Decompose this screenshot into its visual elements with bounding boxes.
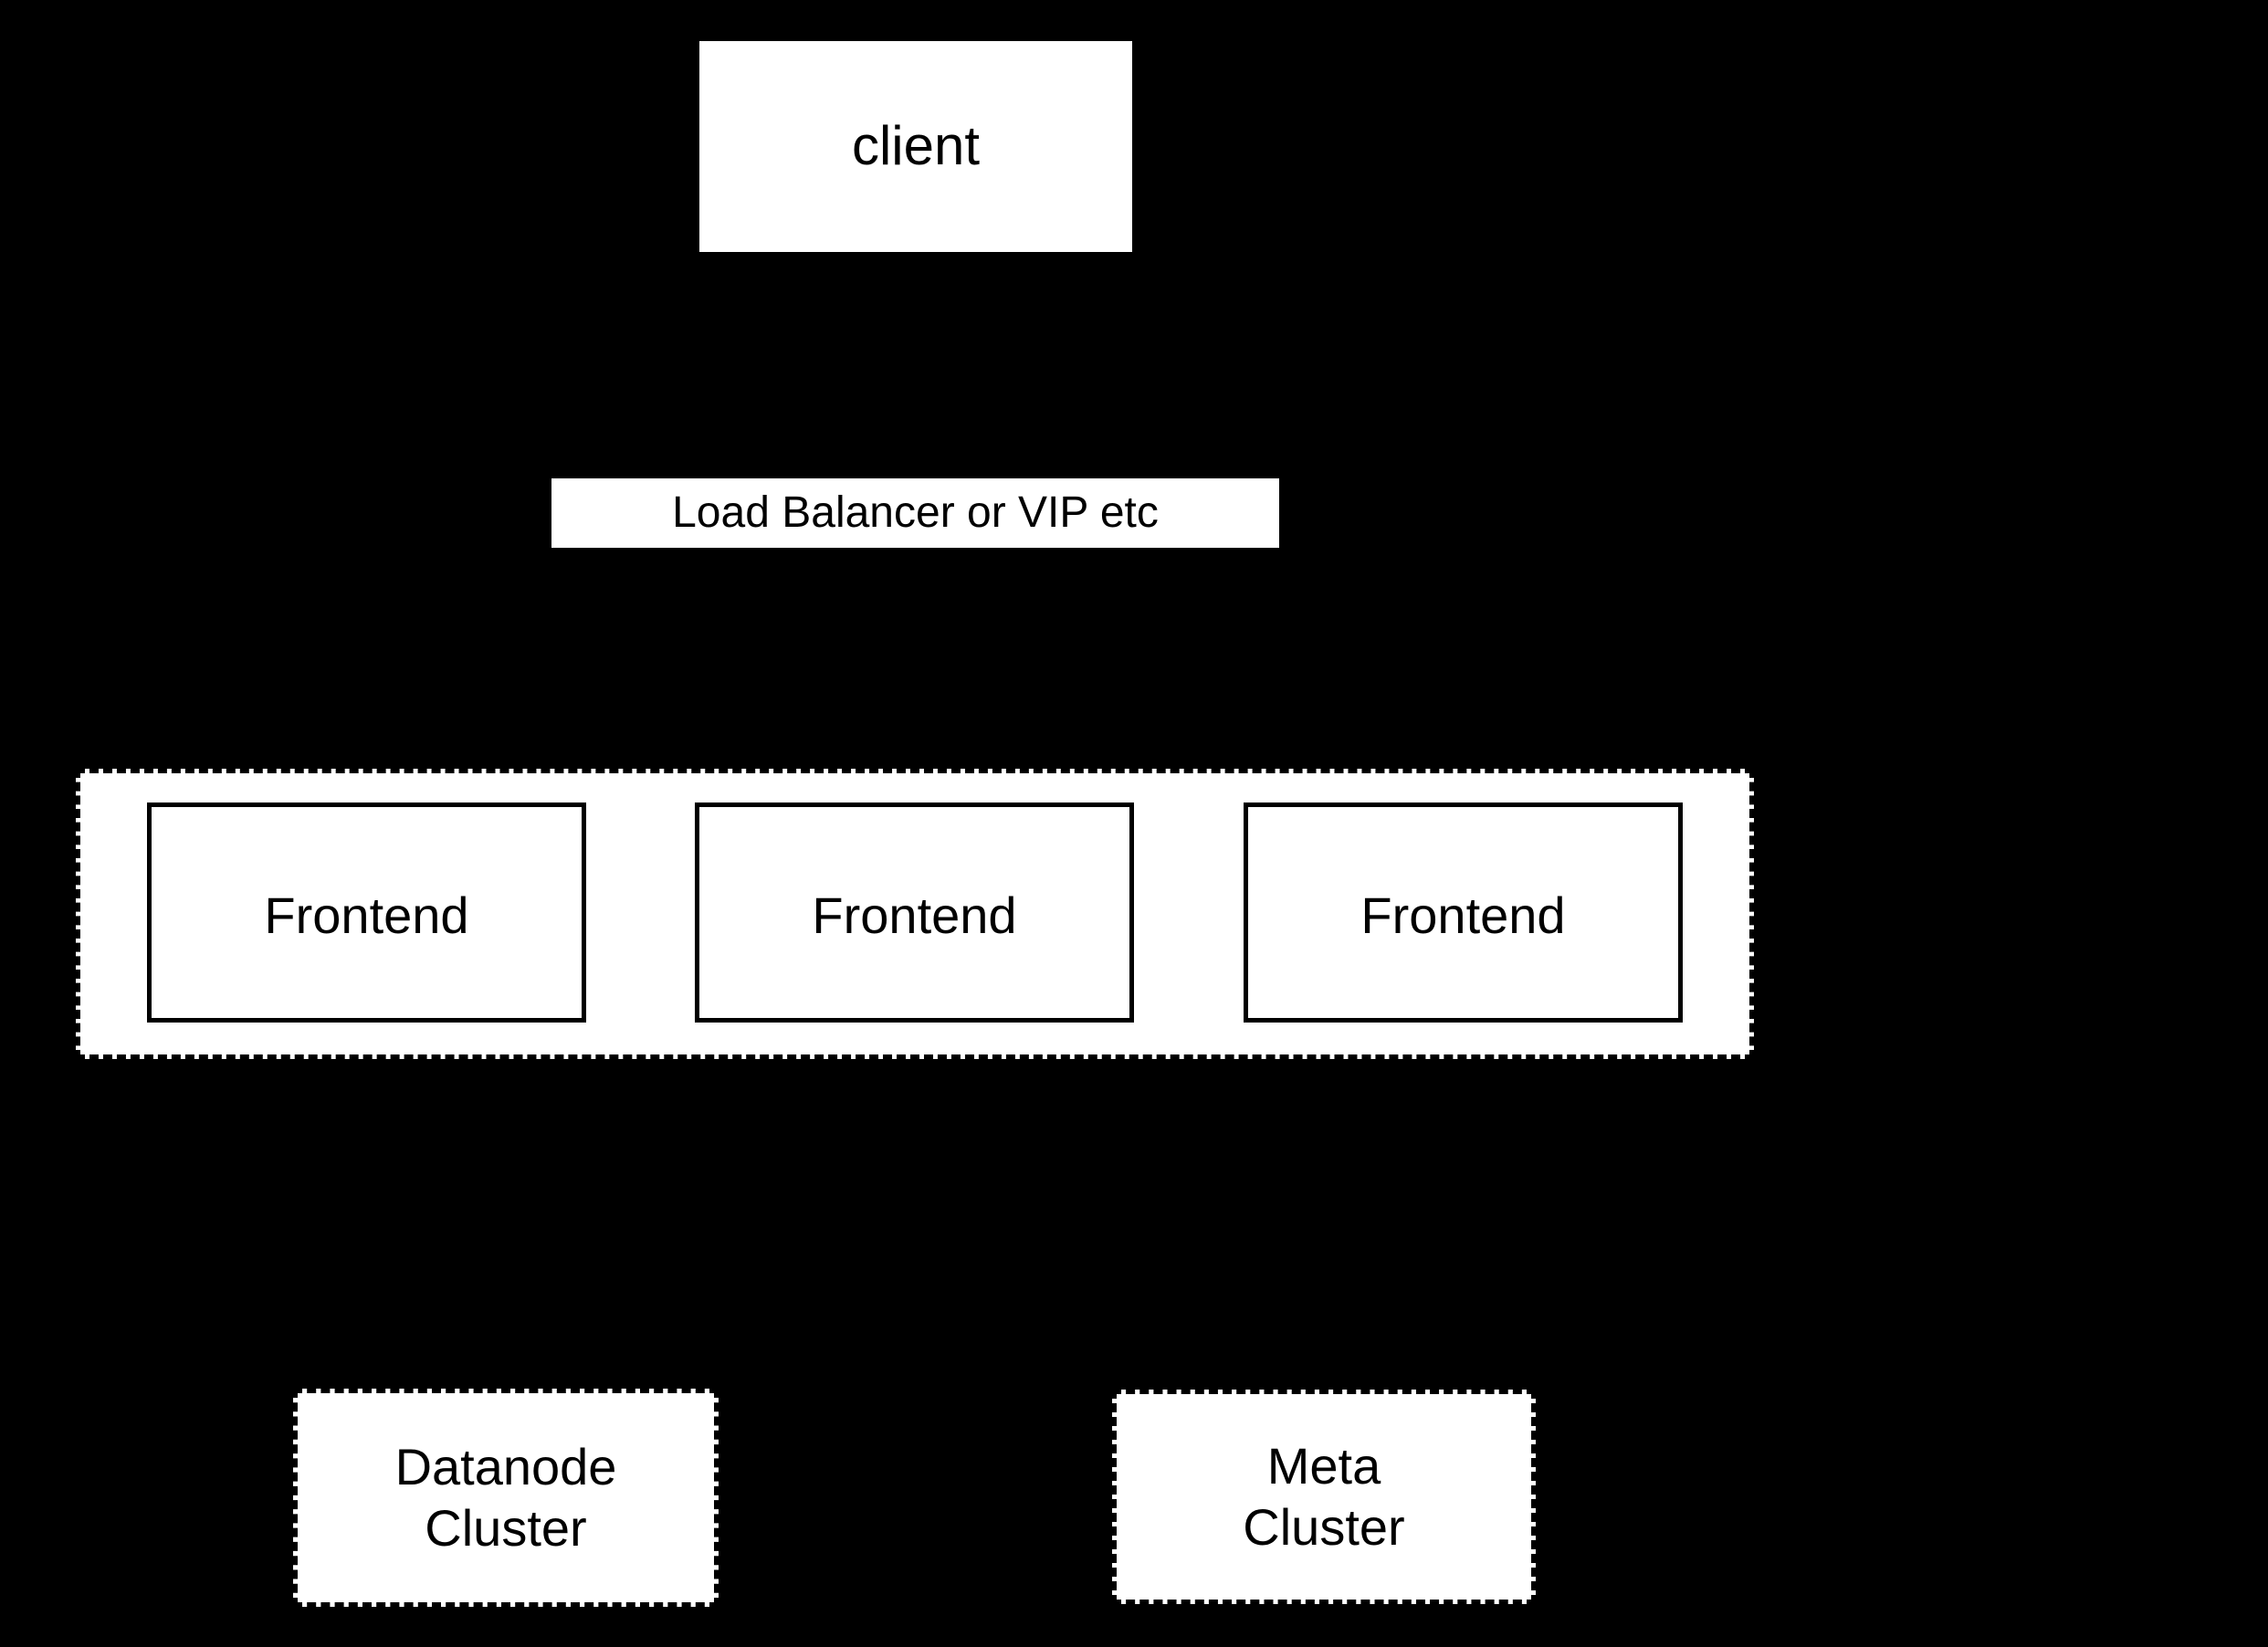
node-frontend-3-label: Frontend [1360, 886, 1566, 944]
node-load-balancer[interactable]: Load Balancer or VIP etc [551, 478, 1279, 548]
node-datanode-cluster[interactable]: Datanode Cluster [293, 1389, 719, 1607]
node-client[interactable]: client [699, 41, 1132, 252]
node-frontend-2[interactable]: Frontend [695, 803, 1134, 1023]
node-frontend-2-label: Frontend [812, 886, 1017, 944]
node-datanode-cluster-label: Datanode Cluster [394, 1438, 617, 1557]
node-frontend-3[interactable]: Frontend [1244, 803, 1683, 1023]
node-meta-cluster[interactable]: Meta Cluster [1112, 1390, 1536, 1604]
node-client-label: client [851, 115, 981, 177]
node-meta-cluster-label: Meta Cluster [1243, 1437, 1405, 1556]
node-frontend-1[interactable]: Frontend [147, 803, 586, 1023]
node-load-balancer-label: Load Balancer or VIP etc [672, 488, 1159, 537]
node-frontend-1-label: Frontend [264, 886, 469, 944]
